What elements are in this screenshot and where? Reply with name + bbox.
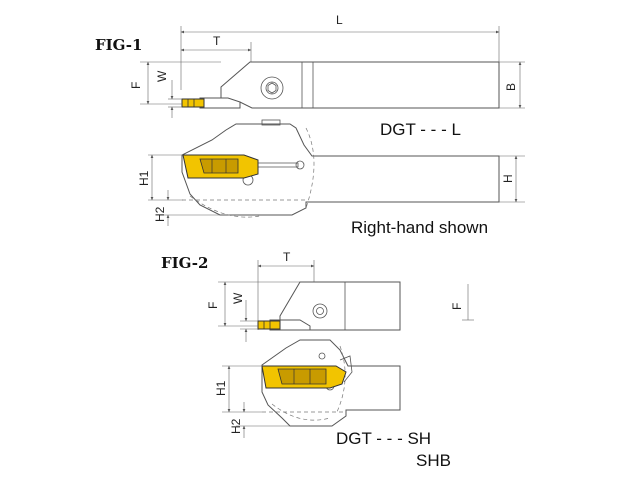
fig1-label-W: W bbox=[155, 70, 169, 82]
fig1-top-insert bbox=[181, 98, 205, 108]
fig1-label-T: T bbox=[213, 34, 221, 48]
fig1-side-view bbox=[181, 119, 500, 218]
fig1-dim-B: B bbox=[499, 61, 525, 109]
fig2-dim-F-right: F bbox=[450, 284, 474, 321]
fig1-note: Right-hand shown bbox=[351, 218, 488, 237]
fig2-dim-T: T bbox=[257, 250, 315, 330]
fig2-label-F: F bbox=[206, 302, 220, 309]
fig1-screw-icon bbox=[260, 76, 284, 100]
fig1-dim-H1H2: H1 H2 bbox=[137, 154, 220, 226]
fig1-top-view bbox=[181, 61, 500, 109]
fig1-dim-FW: F W bbox=[129, 61, 221, 118]
fig2-title: FIG-2 bbox=[161, 254, 208, 272]
fig2-label-H2: H2 bbox=[229, 418, 243, 434]
fig1-dim-T: T bbox=[180, 34, 252, 66]
fig2-top-insert bbox=[257, 320, 281, 330]
fig1-label-B: B bbox=[504, 83, 518, 91]
fig2-model-line1: DGT - - - SH bbox=[336, 429, 431, 448]
fig2-dim-FW: F W bbox=[206, 281, 300, 342]
fig2-dim-H1H2: H1 H2 bbox=[214, 365, 290, 438]
fig1-title: FIG-1 bbox=[95, 36, 142, 54]
fig1-label-F: F bbox=[129, 82, 143, 89]
fig2-side-view bbox=[261, 339, 401, 427]
fig1-label-L: L bbox=[336, 13, 343, 27]
fig2-top-view bbox=[257, 281, 401, 331]
fig2-label-F-right: F bbox=[450, 303, 464, 310]
fig2-label-W: W bbox=[231, 292, 245, 304]
fig2-label-H1: H1 bbox=[214, 380, 228, 396]
fig1-label-H1: H1 bbox=[137, 170, 151, 186]
fig1-dim-L: L bbox=[180, 13, 500, 90]
fig2-label-T: T bbox=[283, 250, 291, 264]
fig1-model: DGT - - - L bbox=[380, 120, 461, 139]
fig2-screw-icon bbox=[312, 303, 328, 319]
fig1-label-H: H bbox=[501, 174, 515, 183]
fig1-label-H2: H2 bbox=[153, 206, 167, 222]
fig1-dim-H: H bbox=[499, 155, 525, 203]
fig2-model-line2: SHB bbox=[416, 451, 451, 470]
